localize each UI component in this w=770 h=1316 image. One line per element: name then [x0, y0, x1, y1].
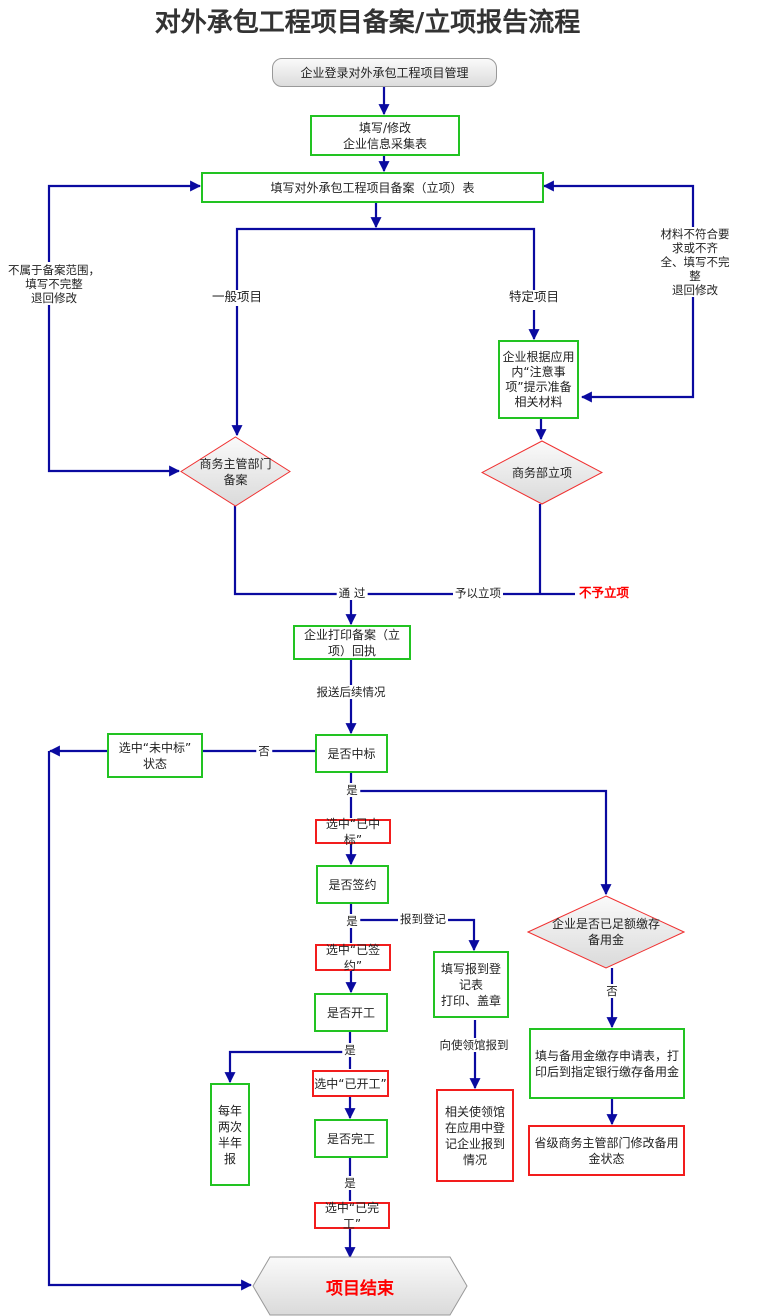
- yes-bid-label: 是: [344, 783, 360, 797]
- won-node: 选中“已中标”: [315, 817, 391, 847]
- commerce-record-decision: 商务主管部门 备案: [180, 436, 291, 507]
- not-won-node: 选中“未中标” 状态: [107, 733, 203, 778]
- semiannual-report-node: 每年 两次 半年 报: [210, 1083, 250, 1186]
- fill-form-node: 填写对外承包工程项目备案（立项）表: [201, 172, 544, 203]
- end-label: 项目结束: [326, 1278, 394, 1299]
- deposit-decision: 企业是否已足额缴存 备用金: [527, 895, 685, 969]
- commerce-approve-decision: 商务部立项: [481, 440, 603, 505]
- no-bid-label: 否: [256, 744, 272, 758]
- yes-start-label: 是: [342, 1043, 358, 1057]
- commerce-record-label: 商务主管部门 备案: [199, 456, 272, 487]
- deposit-form-node: 填与备用金缴存申请表，打印后到指定银行缴存备用金: [529, 1028, 685, 1099]
- won-bid-question: 是否中标: [315, 734, 388, 773]
- register-label: 报到登记: [398, 912, 448, 926]
- signed-node: 选中“已签约”: [315, 943, 391, 973]
- print-receipt-node: 企业打印备案（立项）回执: [293, 625, 411, 660]
- left-return-label: 不属于备案范围， 填写不完整 退回修改: [6, 263, 102, 305]
- general-project-label: 一般项目: [209, 289, 265, 304]
- end-node: 项目结束: [252, 1256, 468, 1316]
- started-node: 选中“已开工”: [312, 1070, 389, 1097]
- completed-question: 是否完工: [314, 1119, 388, 1158]
- specific-project-label: 特定项目: [506, 289, 562, 304]
- start-node: 企业登录对外承包工程项目管理: [272, 58, 497, 87]
- completed-node: 选中“已完工”: [314, 1201, 390, 1231]
- commerce-approve-label: 商务部立项: [511, 465, 572, 480]
- update-deposit-node: 省级商务主管部门修改备用金状态: [528, 1125, 685, 1176]
- approved-label: 予以立项: [453, 586, 503, 600]
- page-title: 对外承包工程项目备案/立项报告流程: [154, 8, 581, 38]
- yes-sign-label: 是: [344, 914, 360, 928]
- yes-complete-label: 是: [342, 1176, 358, 1190]
- rejected-label: 不予立项: [576, 585, 632, 600]
- fill-info-node: 填写/修改 企业信息采集表: [310, 115, 460, 156]
- embassy-record-node: 相关使领馆在应用中登记企业报到情况: [436, 1089, 514, 1182]
- report-followup-label: 报送后续情况: [314, 685, 388, 699]
- no-deposit-label: 否: [604, 984, 620, 998]
- prepare-materials-node: 企业根据应用内“注意事项”提示准备相关材料: [498, 340, 579, 419]
- right-return-label: 材料不符合要求或不齐 全、填写不完整 退回修改: [657, 227, 733, 297]
- deposit-label: 企业是否已足额缴存 备用金: [551, 917, 660, 947]
- started-question: 是否开工: [314, 993, 388, 1032]
- register-form-node: 填写报到登 记表 打印、盖章: [433, 951, 509, 1018]
- pass-label: 通 过: [336, 586, 368, 600]
- signed-question: 是否签约: [316, 865, 389, 904]
- embassy-report-label: 向使领馆报到: [437, 1038, 511, 1052]
